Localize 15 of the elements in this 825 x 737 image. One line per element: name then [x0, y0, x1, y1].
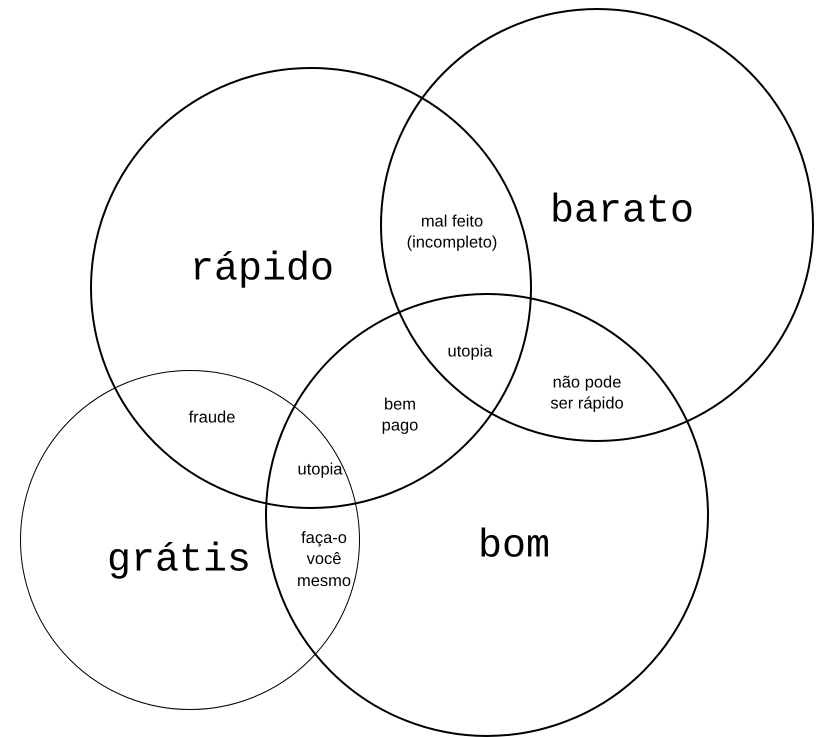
set-label: bom — [478, 524, 550, 570]
set-circle — [265, 293, 709, 737]
intersection-label: bem pago — [380, 394, 420, 437]
set-label: barato — [550, 190, 694, 234]
intersection-label: utopia — [296, 459, 344, 480]
set-label: rápido — [190, 248, 334, 292]
set-circle — [20, 370, 360, 710]
intersection-label: utopia — [446, 341, 494, 362]
set-circle — [90, 67, 532, 509]
set-circle — [380, 8, 814, 442]
intersection-label: mal feito (incompleto) — [406, 212, 498, 254]
set-label: grátis — [106, 538, 252, 584]
intersection-label: fraude — [188, 407, 236, 428]
intersection-label: não pode ser rápido — [549, 372, 625, 415]
intersection-label: faça-o você mesmo — [296, 528, 352, 592]
